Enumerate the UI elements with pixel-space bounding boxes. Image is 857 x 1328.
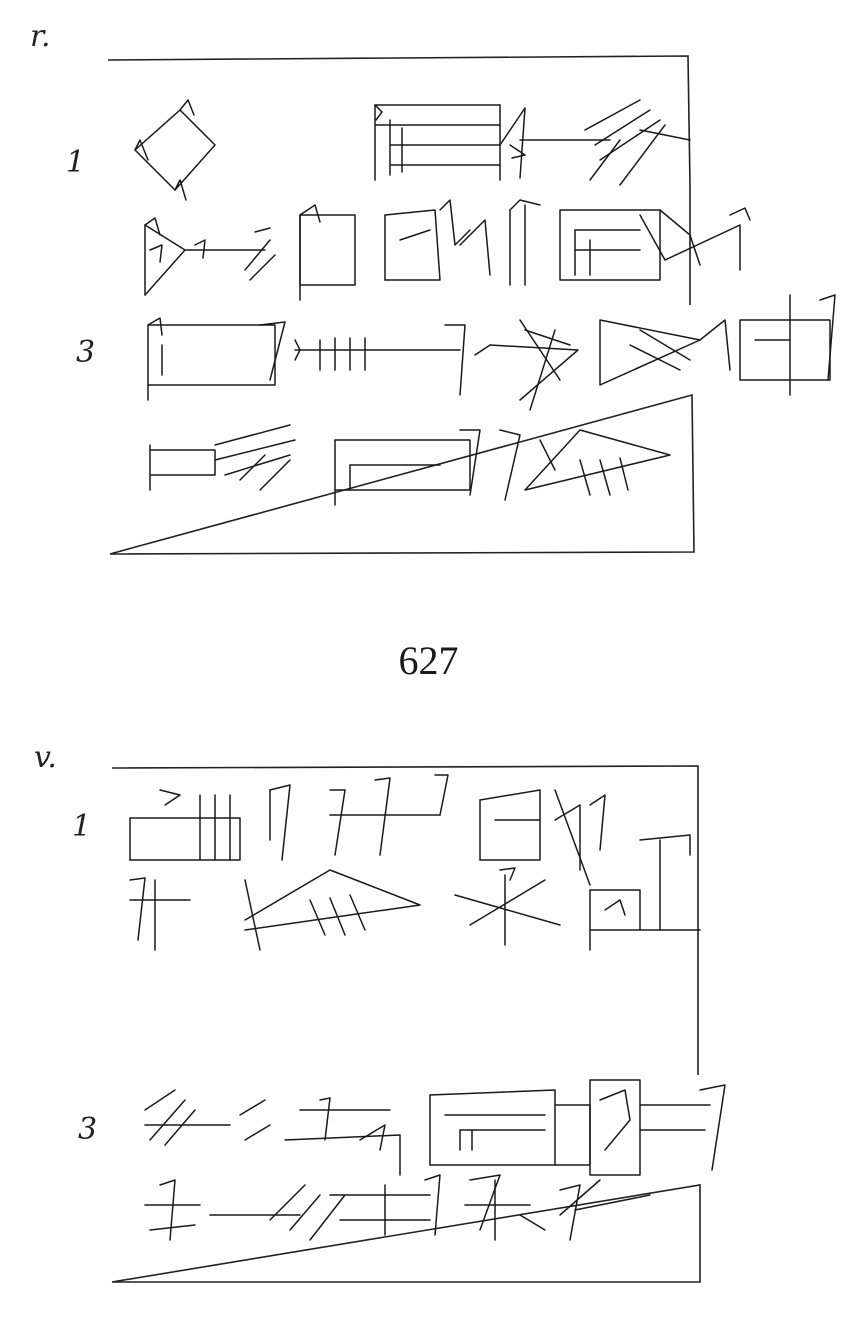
reverse-side-label: v. xyxy=(34,740,57,775)
page-number: 627 xyxy=(398,638,459,683)
obverse-line-number-1: 1 xyxy=(66,145,86,180)
obverse-line-2-signs xyxy=(144,199,751,301)
reverse-frame xyxy=(111,765,701,1283)
reverse-line-1-signs xyxy=(129,774,606,886)
reverse-line-4-signs xyxy=(144,1174,651,1241)
obverse-line-4-signs xyxy=(149,424,671,506)
reverse-line-number-1: 1 xyxy=(72,809,92,844)
obverse-line-3-signs xyxy=(147,294,836,411)
obverse-line-number-3: 3 xyxy=(76,335,96,370)
reverse-line-number-3: 3 xyxy=(78,1112,98,1147)
reverse-line-3-signs xyxy=(144,1079,726,1176)
obverse-line-1-signs xyxy=(134,99,691,201)
obverse-side-label: r. xyxy=(30,19,51,54)
reverse-line-2-signs xyxy=(129,834,701,951)
obverse-frame xyxy=(107,55,695,555)
